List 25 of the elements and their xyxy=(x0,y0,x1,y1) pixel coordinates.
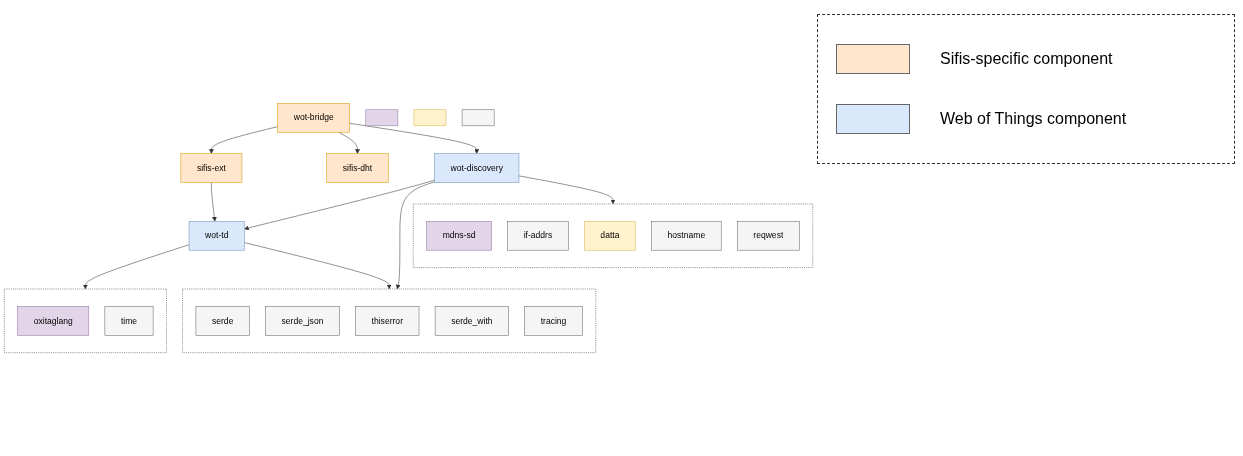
node-box: oxitaglang xyxy=(17,306,90,336)
legend-label: Web of Things component xyxy=(940,110,1127,128)
node-box: sifis-ext xyxy=(180,153,243,183)
node-box: hostname xyxy=(651,221,722,251)
node-box: time xyxy=(104,306,154,336)
node-box: datta xyxy=(584,221,636,251)
node-box: thiserror xyxy=(355,306,420,336)
node-box: serde_json xyxy=(265,306,340,336)
node-box: serde xyxy=(195,306,250,336)
cluster xyxy=(182,288,597,353)
node-box: sifis-dht xyxy=(326,153,389,183)
node-box: serde_with xyxy=(434,306,509,336)
node-box xyxy=(413,109,447,127)
node-box: wot-discovery xyxy=(434,153,520,183)
node-box: tracing xyxy=(524,306,583,336)
node-box: wot-bridge xyxy=(277,103,350,133)
node-box xyxy=(365,109,399,127)
node-box: wot-td xyxy=(188,221,245,251)
cluster xyxy=(413,203,813,268)
node-box: reqwest xyxy=(737,221,800,251)
cluster xyxy=(4,288,167,353)
node-box: if-addrs xyxy=(507,221,569,251)
node-box xyxy=(461,109,495,127)
legend-label: Sifis-specific component xyxy=(940,50,1113,68)
node-box: mdns-sd xyxy=(426,221,492,251)
